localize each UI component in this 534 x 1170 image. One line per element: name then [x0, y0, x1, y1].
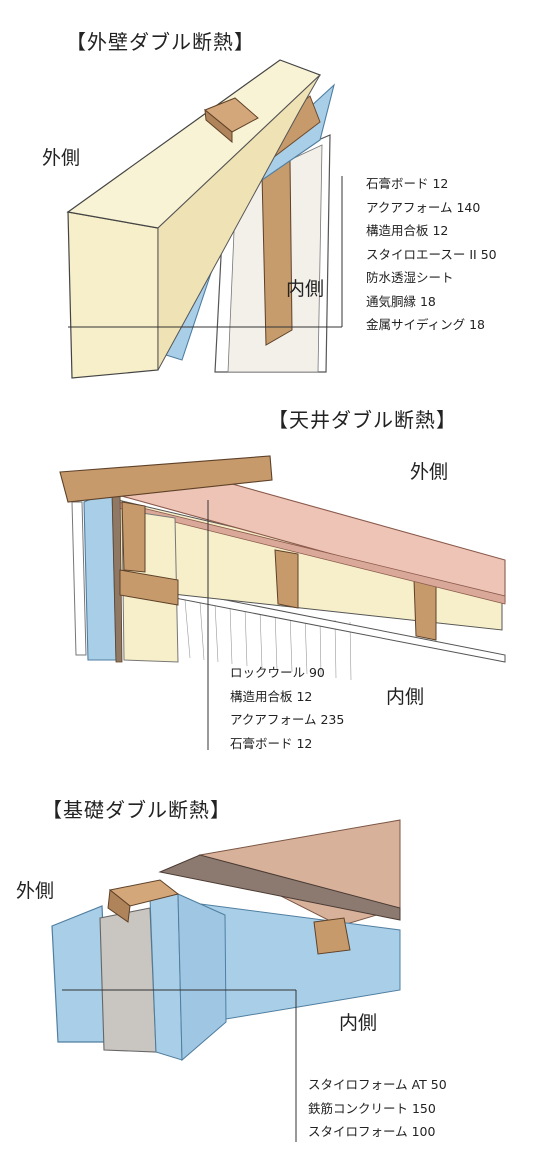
wall-layer-list: 石膏ボード 12 アクアフォーム 140 構造用合板 12 スタイロエースー I… [366, 172, 497, 337]
wall-inside-label: 内側 [286, 278, 325, 300]
foundation-section: 【基礎ダブル断熱】 外側 内側 スタイロフォーム AT 50 鉄筋コンクリート … [0, 780, 534, 1170]
ceiling-layer-item: アクアフォーム 235 [230, 712, 345, 727]
ceiling-illustration [59, 455, 506, 750]
wall-layer-item: アクアフォーム 140 [366, 199, 481, 215]
wall-layer-item: 防水透湿シート [366, 270, 454, 285]
foundation-layer-item: 鉄筋コンクリート 150 [308, 1100, 436, 1116]
ceiling-inside-label: 内側 [386, 686, 425, 708]
wall-layer-item: 通気胴縁 18 [366, 293, 436, 309]
foundation-title: 【基礎ダブル断熱】 [42, 798, 231, 822]
wall-title: 【外壁ダブル断熱】 [66, 30, 255, 54]
wall-section: 【外壁ダブル断熱】 外側 内側 石膏ボード 12 アクアフォーム 140 構造用… [0, 0, 534, 390]
wall-illustration [66, 59, 343, 379]
foundation-illustration [51, 819, 401, 1142]
foundation-layer-item: スタイロフォーム 100 [308, 1124, 436, 1139]
foundation-outside-label: 外側 [16, 880, 55, 902]
wall-layer-item: 構造用合板 12 [366, 223, 449, 238]
ceiling-layer-item: ロックウール 90 [230, 665, 325, 680]
ceiling-title: 【天井ダブル断熱】 [268, 408, 457, 432]
ceiling-layer-item: 構造用合板 12 [230, 688, 313, 704]
ceiling-layer-item: 石膏ボード 12 [230, 735, 313, 751]
wall-layer-item: スタイロエースー II 50 [366, 246, 497, 262]
wall-layer-item: 石膏ボード 12 [366, 176, 449, 191]
ceiling-section: 【天井ダブル断熱】 外側 内側 [0, 390, 534, 780]
wall-outside-label: 外側 [42, 147, 81, 169]
foundation-layer-list: スタイロフォーム AT 50 鉄筋コンクリート 150 スタイロフォーム 100 [308, 1073, 447, 1144]
foundation-inside-label: 内側 [339, 1012, 378, 1034]
wall-layer-item: 金属サイディング 18 [366, 317, 486, 332]
ceiling-outside-label: 外側 [410, 461, 449, 483]
foundation-layer-item: スタイロフォーム AT 50 [308, 1077, 447, 1092]
ceiling-layer-list: ロックウール 90 構造用合板 12 アクアフォーム 235 石膏ボード 12 [230, 661, 344, 755]
